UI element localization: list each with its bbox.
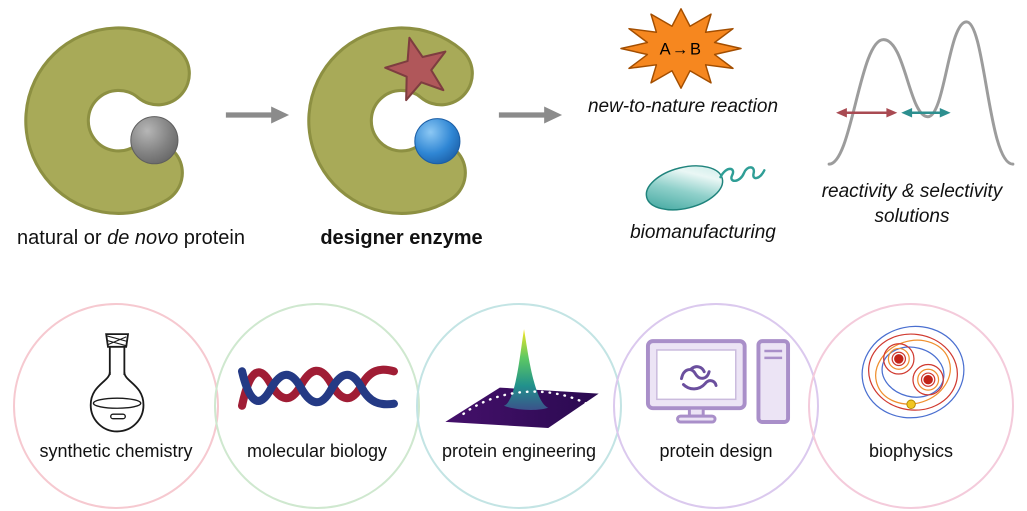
energy-curve	[827, 20, 1015, 166]
label-text-italic: de novo	[107, 227, 179, 249]
circle-label-protein-design: protein design	[659, 441, 773, 461]
atom-dot-red	[923, 374, 933, 385]
contour-plot-icon	[861, 325, 965, 419]
flask-bulb	[89, 372, 145, 433]
designer-enzyme-icon	[307, 26, 474, 215]
natural-protein-label: natural or de novo protein	[0, 227, 262, 250]
discipline-circle-biophysics: biophysics	[808, 303, 1014, 509]
arrow-head	[544, 106, 563, 124]
circle-label-synthetic-chemistry: synthetic chemistry	[39, 441, 193, 461]
discipline-circle-molecular-biology: molecular biology	[214, 303, 420, 509]
substrate-blue-ball-icon	[414, 118, 461, 165]
dna-strand-blue	[238, 367, 398, 409]
biomanufacturing-label: biomanufacturing	[630, 222, 776, 243]
atom-dot-red	[894, 354, 904, 364]
fitness-peak	[503, 329, 549, 410]
flask-liquid-line	[92, 397, 142, 409]
computer-tower	[756, 339, 791, 424]
protein-body	[27, 29, 188, 212]
right-arrow-icon	[498, 106, 563, 124]
bacterium-body	[645, 165, 724, 211]
discipline-circle-protein-design: protein design	[613, 303, 819, 509]
dna-helix-icon	[238, 365, 398, 410]
designer-enzyme-label: designer enzyme	[320, 227, 483, 249]
fitness-landscape-icon	[445, 329, 599, 428]
right-arrow-icon	[225, 106, 290, 124]
landscape-label: reactivity & selectivity solutions	[800, 180, 1024, 229]
flagellum	[719, 166, 766, 182]
natural-protein-icon	[24, 26, 191, 215]
circle-label-protein-engineering: protein engineering	[441, 441, 597, 461]
reaction-ab-text: A→B	[660, 40, 703, 58]
teal-double-arrow-icon	[901, 108, 951, 118]
computer-icon	[645, 339, 791, 424]
protein-body	[310, 29, 471, 212]
starburst-shape	[620, 8, 742, 89]
landscape-label-line2: solutions	[874, 205, 950, 227]
bacterium-icon	[645, 165, 766, 211]
red-double-arrow-icon	[836, 108, 898, 118]
reaction-starburst-icon: A→B	[620, 8, 742, 89]
substrate-gray-ball-icon	[130, 116, 179, 165]
star-mutation-icon	[384, 36, 447, 102]
monitor-base	[676, 414, 717, 424]
dotted-trajectory	[462, 390, 588, 416]
discipline-circle-protein-engineering: protein engineering	[416, 303, 622, 509]
stir-bar	[110, 413, 126, 420]
circle-label-molecular-biology: molecular biology	[246, 441, 388, 461]
atom-dot-yellow	[906, 399, 916, 410]
discipline-circle-synthetic-chemistry: synthetic chemistry	[13, 303, 219, 509]
circle-label-biophysics: biophysics	[868, 441, 954, 461]
landscape-label-line1: reactivity & selectivity	[821, 181, 1003, 202]
label-text: natural or	[17, 227, 108, 249]
label-text: protein	[178, 227, 245, 249]
protein-structure-on-screen	[680, 365, 718, 391]
new-to-nature-reaction-label: new-to-nature reaction	[587, 96, 779, 117]
arrow-head	[271, 106, 290, 124]
flask-icon	[89, 333, 145, 433]
energy-landscape-icon	[827, 20, 1015, 166]
